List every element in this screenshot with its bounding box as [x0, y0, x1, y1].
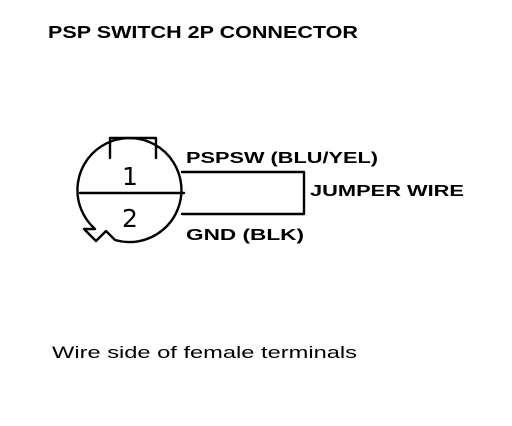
- wire-2-label: GND (BLK): [186, 227, 304, 244]
- diagram-title: PSP SWITCH 2P CONNECTOR: [48, 22, 358, 42]
- wire-1-label: PSPSW (BLU/YEL): [186, 150, 378, 167]
- terminal-2-number: 2: [122, 204, 138, 233]
- jumper-wire-label: JUMPER WIRE: [310, 183, 464, 200]
- connector: 1 2: [76, 136, 186, 244]
- diagram-caption: Wire side of female terminals: [52, 343, 357, 362]
- terminal-1-number: 1: [122, 162, 138, 191]
- connector-housing: [76, 136, 183, 244]
- jumper-wire: [180, 170, 306, 216]
